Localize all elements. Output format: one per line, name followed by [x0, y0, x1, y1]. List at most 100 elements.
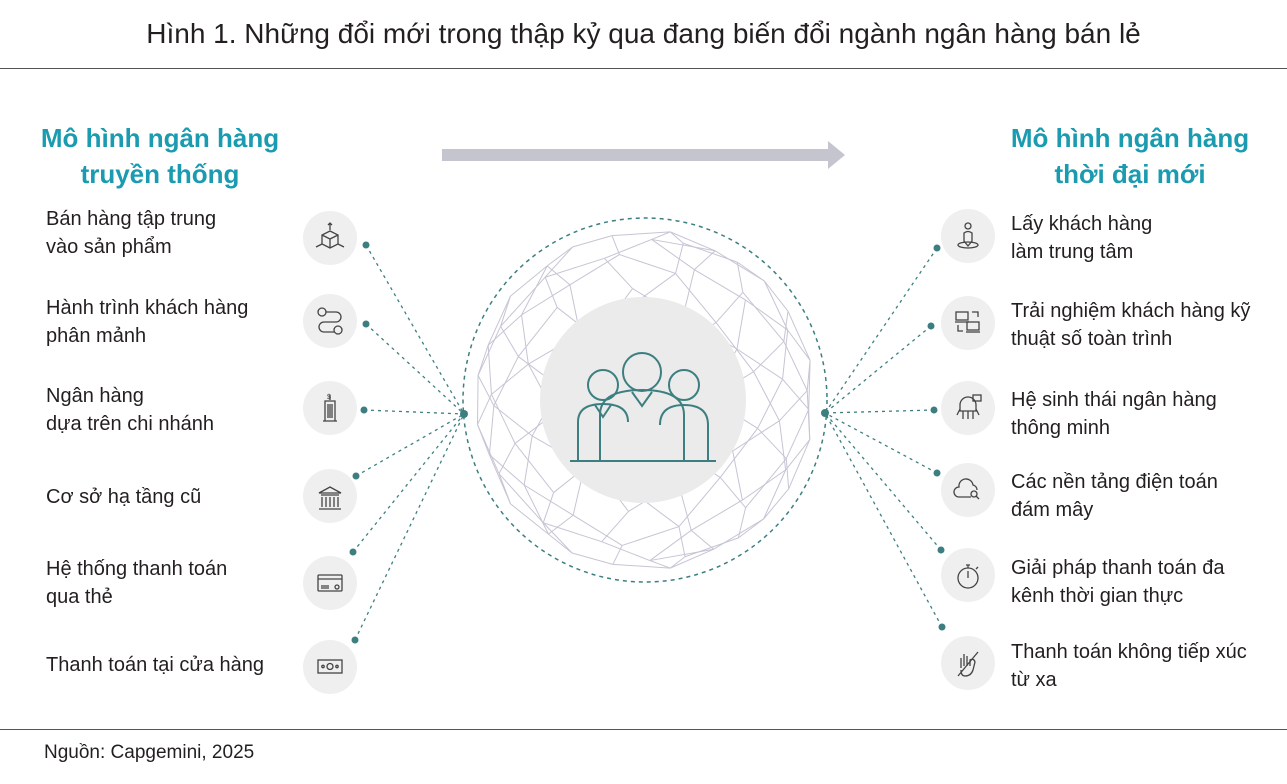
mesh-edge [649, 529, 692, 561]
mesh-edge [548, 533, 573, 554]
mesh-edge [732, 420, 780, 452]
connector-dot [933, 244, 941, 252]
mesh-edge [651, 238, 716, 252]
mesh-edge [763, 280, 789, 312]
connector-dot [937, 546, 945, 554]
mesh-edge [546, 265, 571, 286]
mesh-edge [742, 292, 785, 342]
mesh-edge [806, 390, 811, 440]
label-line: Bán hàng tập trung [46, 208, 217, 230]
mesh-edge [500, 276, 546, 327]
connector-line [363, 409, 465, 415]
credit-card-icon [303, 556, 357, 610]
mesh-edge [651, 231, 671, 240]
connector-line [824, 325, 932, 414]
mesh-edge [477, 394, 492, 425]
mesh-edge [675, 273, 717, 323]
mesh-edge [788, 439, 811, 489]
mesh-edge [694, 250, 716, 271]
mesh-edge [763, 280, 789, 331]
mesh-edge [787, 311, 811, 361]
label-line: từ xa [1011, 669, 1057, 691]
mesh-edge [544, 277, 558, 308]
bank-branch-building-icon: $ [303, 381, 357, 435]
mesh-edge [510, 265, 548, 297]
mesh-edge [670, 548, 714, 569]
mesh-edge [714, 250, 765, 282]
top-divider [0, 68, 1287, 69]
customer-centric-icon [941, 209, 995, 263]
people-group-icon [570, 352, 716, 462]
mesh-edge [719, 477, 746, 508]
mesh-edge [753, 341, 785, 373]
mesh-edge [715, 322, 755, 372]
mesh-edge [649, 548, 714, 562]
mesh-edge [738, 518, 764, 539]
label-line: Thanh toán tại cửa hàng [46, 654, 264, 676]
mesh-edge [544, 246, 573, 278]
mesh-edge [601, 511, 629, 542]
cloud-search-icon [941, 463, 995, 517]
bank-institution-icon [303, 469, 357, 523]
mesh-edge [491, 394, 516, 444]
mesh-edge [745, 299, 788, 331]
devices-icon [941, 296, 995, 350]
mesh-edge [514, 443, 555, 493]
mesh-edge [678, 526, 686, 557]
mesh-edge [691, 499, 743, 531]
mesh-edge [488, 454, 512, 505]
right-heading: Mô hình ngân hàng thời đại mới [990, 120, 1270, 192]
label-line: Các nền tảng điện toán [1011, 471, 1218, 493]
journey-path-icon [303, 294, 357, 348]
label-line: Lấy khách hàng [1011, 213, 1153, 235]
mesh-edge [649, 560, 671, 569]
mesh-edge [546, 246, 573, 267]
label-line: thông minh [1011, 417, 1110, 439]
mesh-edge [690, 529, 715, 550]
left-item-label: Thanh toán tại cửa hàng [46, 651, 264, 679]
mesh-edge [545, 257, 605, 278]
label-line: dựa trên chi nhánh [46, 413, 214, 435]
mesh-edge [476, 375, 479, 425]
hub-dot [460, 410, 468, 418]
mesh-edge [493, 405, 533, 437]
robot-icon [941, 381, 995, 435]
mesh-edge [763, 469, 787, 520]
mesh-edge [753, 371, 780, 422]
mesh-edge [670, 231, 716, 252]
mesh-edge [521, 314, 529, 365]
sphere-outline [462, 217, 828, 583]
stopwatch-icon [941, 548, 995, 602]
mesh-edge [603, 257, 633, 289]
mesh-edge [783, 341, 808, 391]
connector-dot [352, 472, 360, 480]
connector-line [824, 247, 938, 414]
mesh-edge [510, 503, 549, 535]
mesh-edge [736, 348, 783, 380]
connector-dot [349, 548, 357, 556]
mesh-edge [491, 363, 529, 395]
mesh-edge [808, 360, 811, 410]
left-heading: Mô hình ngân hàng truyền thống [20, 120, 300, 192]
connector-dot [927, 322, 935, 330]
mesh-edge [601, 541, 651, 562]
mesh-edge [488, 405, 495, 455]
mesh-edge [736, 299, 746, 350]
connector-dot [351, 636, 359, 644]
label-line: Hành trình khách hàng [46, 297, 249, 319]
label-line: qua thẻ [46, 586, 113, 608]
mesh-edge [736, 262, 744, 293]
mesh-edge [782, 330, 789, 380]
label-line: thuật số toàn trình [1011, 328, 1173, 350]
mesh-edge [477, 375, 495, 406]
mesh-edge [651, 239, 695, 271]
mesh-edge [612, 563, 671, 569]
people-backdrop [540, 297, 746, 503]
connector-dot [930, 406, 938, 414]
